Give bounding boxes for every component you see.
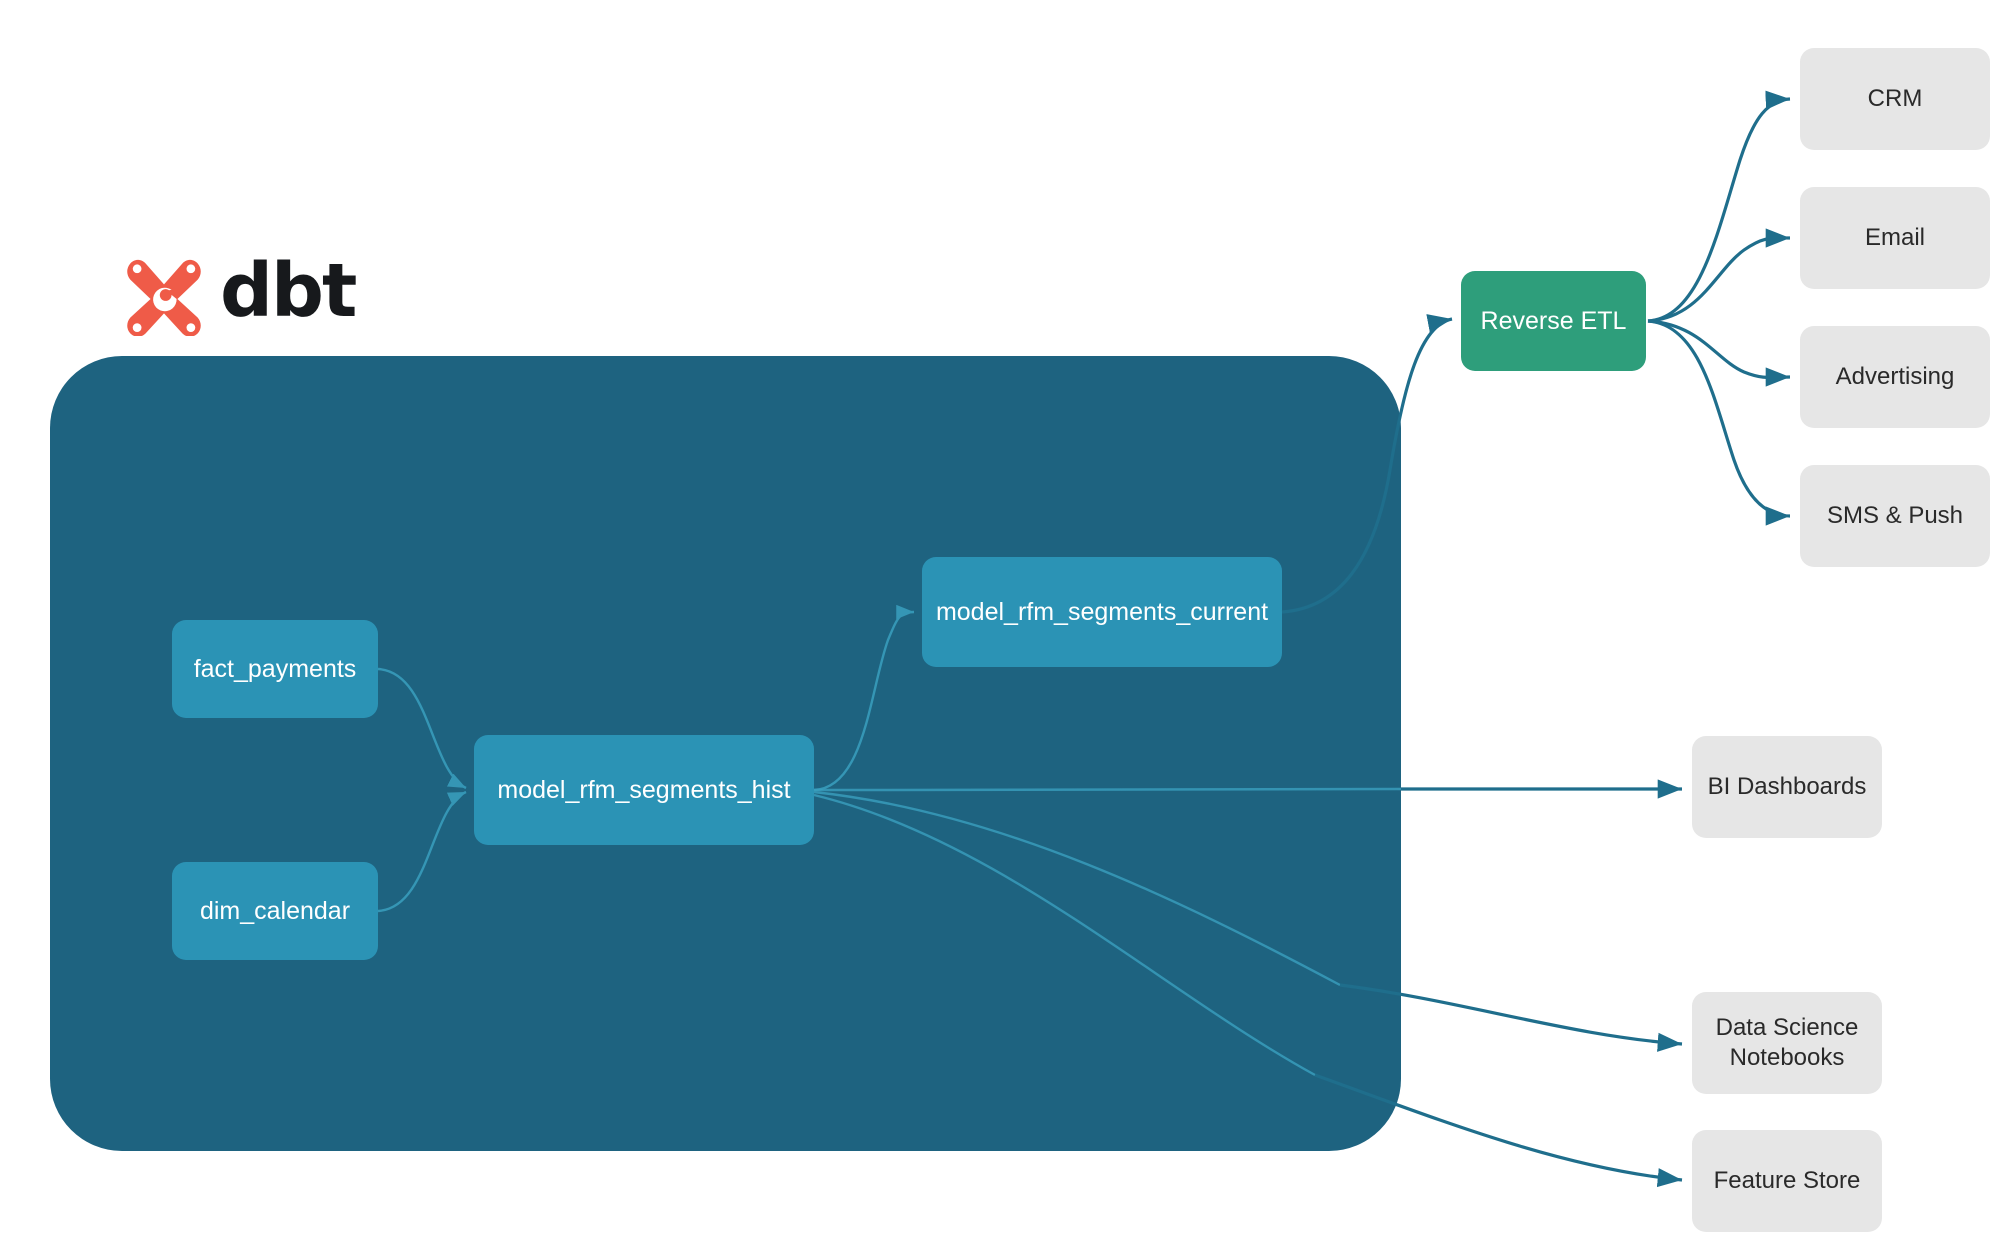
consumer-node-bi-dashboards[interactable]: BI Dashboards — [1692, 736, 1882, 838]
node-label: BI Dashboards — [1707, 773, 1867, 800]
node-label: SMS & Push — [1826, 502, 1964, 529]
destination-node-advertising[interactable]: Advertising — [1800, 326, 1990, 428]
activation-node-reverse-etl[interactable]: Reverse ETL — [1461, 271, 1646, 371]
edge-reverse-etl-to-crm — [1647, 90, 1791, 323]
node-label: Data Science Notebooks — [1715, 1014, 1859, 1071]
edge-current-to-reverse-etl — [1281, 314, 1453, 614]
node-label: Advertising — [1835, 363, 1955, 390]
dbt-wordmark: dbt — [220, 248, 357, 334]
edge-hist-tail-ds — [813, 790, 1341, 987]
edge-fact-payments-to-hist — [377, 667, 467, 790]
destination-node-email[interactable]: Email — [1800, 187, 1990, 289]
destination-node-crm[interactable]: CRM — [1800, 48, 1990, 150]
dbt-x-logo-icon — [127, 259, 201, 336]
edge-hist-tail-fs — [813, 793, 1316, 1077]
consumer-node-feature-store[interactable]: Feature Store — [1692, 1130, 1882, 1232]
node-label: Email — [1864, 224, 1925, 251]
consumer-node-data-science-notebooks[interactable]: Data Science Notebooks — [1692, 992, 1882, 1094]
node-label: Feature Store — [1713, 1167, 1861, 1194]
edge-to-ds-notebooks — [1339, 983, 1683, 1052]
edge-reverse-etl-to-sms-push — [1647, 319, 1791, 526]
edge-hist-to-current — [813, 604, 915, 792]
edge-reverse-etl-to-email — [1647, 228, 1791, 323]
edge-to-feature-store — [1314, 1073, 1683, 1188]
edge-dim-calendar-to-hist — [377, 790, 467, 913]
edge-hist-tail-bi — [813, 787, 1402, 792]
edge-reverse-etl-to-advertising — [1647, 319, 1791, 387]
node-label: CRM — [1867, 85, 1923, 112]
destination-node-sms-push[interactable]: SMS & Push — [1800, 465, 1990, 567]
node-label: Reverse ETL — [1480, 306, 1627, 335]
dbt-logo: dbt — [122, 248, 357, 336]
